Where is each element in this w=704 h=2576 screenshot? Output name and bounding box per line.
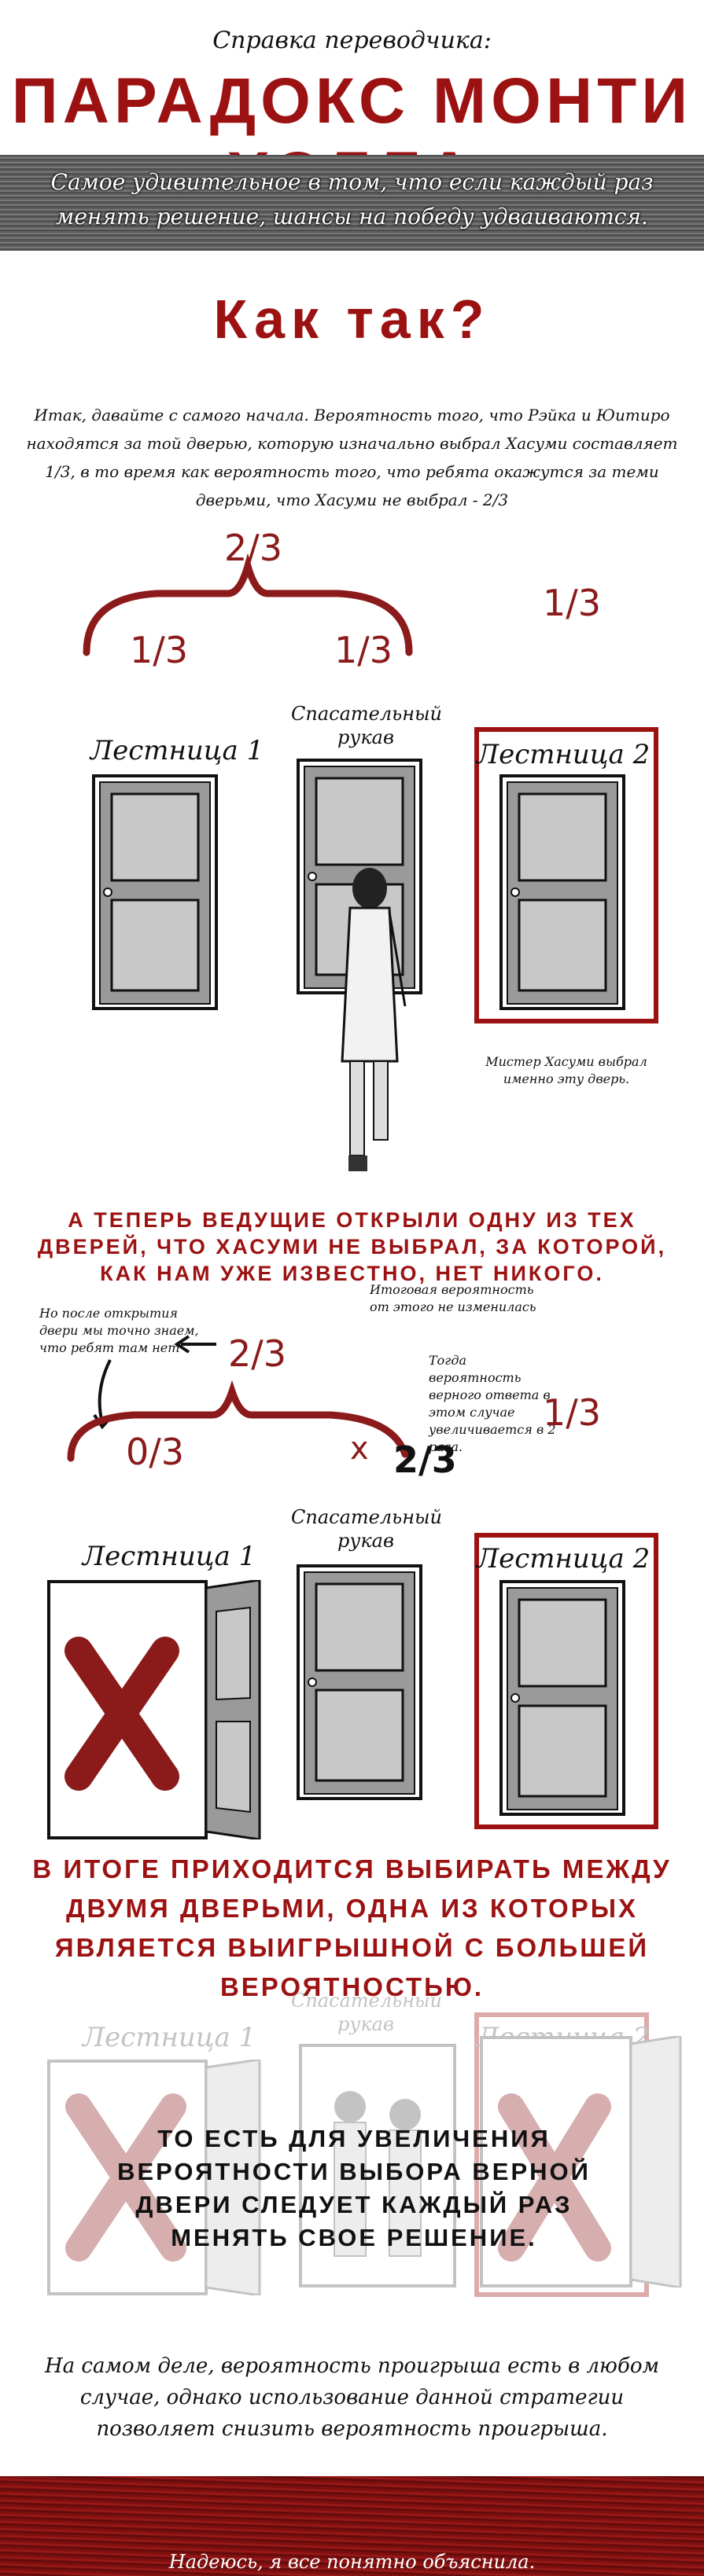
brace-total-fraction: 2/3 [224, 527, 283, 569]
door-middle-label-3: Спасательный рукав [291, 1990, 442, 2035]
statement-conclusion: То есть для увеличения вероятности выбор… [117, 2125, 591, 2251]
opened-door-icon-3 [47, 2058, 267, 2297]
opened-door-icon [47, 1578, 267, 1841]
opened-door-right-icon-3 [480, 2034, 684, 2289]
running-person-illustration [319, 865, 413, 1187]
door-left-fraction-2: 0/3 [126, 1431, 185, 1473]
door-right-icon-2 [499, 1580, 625, 1816]
door-left-icon [92, 774, 218, 1010]
banner-background [0, 155, 704, 251]
chosen-door-highlight-3 [474, 2012, 649, 2297]
door-left-label-3: Лестница 1 [82, 2022, 256, 2053]
doubled-probability-note: Тогда вероятность верного ответа в этом … [429, 1353, 556, 1454]
door-middle-fraction-2: 2/3 [393, 1439, 457, 1481]
translator-note-heading: Справка переводчика: [212, 27, 492, 54]
probability-brace-2 [31, 1305, 425, 1470]
footer-text: Надеюсь, я все понятно объяснила. [168, 2551, 536, 2573]
door-right-label: Лестница 2 [476, 739, 651, 770]
unchanged-probability-note: Итоговая вероятность от этого не изменил… [370, 1282, 536, 1314]
door-middle-label-2: Спасательный рукав [291, 1506, 442, 1552]
faded-scene: Лестница 1 Спасательный рукав Лестница 2 [0, 1989, 704, 2319]
bottom-paragraph: На самом деле, вероятность проигрыша ест… [44, 2354, 660, 2441]
door-right-fraction: 1/3 [543, 582, 602, 624]
chosen-door-highlight [474, 727, 658, 1023]
door-middle-mark: x [350, 1431, 369, 1467]
chosen-door-note: Мистер Хасуми выбрал именно эту дверь. [485, 1054, 647, 1086]
two-people-illustration [299, 2044, 456, 2288]
footer-band [0, 2476, 704, 2576]
question-heading: Как так? [213, 288, 491, 350]
door-right-label-3: Лестница 2 [477, 2022, 651, 2053]
probability-brace-1 [79, 519, 417, 660]
chosen-door-highlight-2 [474, 1533, 658, 1829]
cross-mark-icon [63, 1635, 181, 1792]
door-left-label: Лестница 1 [90, 735, 264, 766]
door-left-fraction: 1/3 [130, 629, 189, 671]
statement-host-opened-door: А теперь ведущие открыли одну из тех две… [37, 1208, 667, 1285]
door-right-label-2: Лестница 2 [476, 1543, 651, 1575]
door-middle-label: Спасательный рукав [291, 703, 442, 748]
statement-two-doors: В итоге приходится выбирать между двумя … [32, 1854, 672, 2001]
brace-total-fraction-2: 2/3 [228, 1332, 287, 1375]
door-middle-fraction: 1/3 [334, 629, 393, 671]
door-right-icon [499, 774, 625, 1010]
intro-paragraph: Итак, давайте с самого начала. Вероятнос… [26, 406, 678, 509]
door-right-fraction-2: 1/3 [543, 1391, 602, 1434]
door-middle-icon-2 [297, 1564, 422, 1800]
banner-text: Самое удивительное в том, что если кажды… [50, 169, 654, 230]
door-left-label-2: Лестница 1 [82, 1541, 256, 1572]
opened-door-note: Но после открытия двери мы точно знаем, … [39, 1306, 199, 1355]
